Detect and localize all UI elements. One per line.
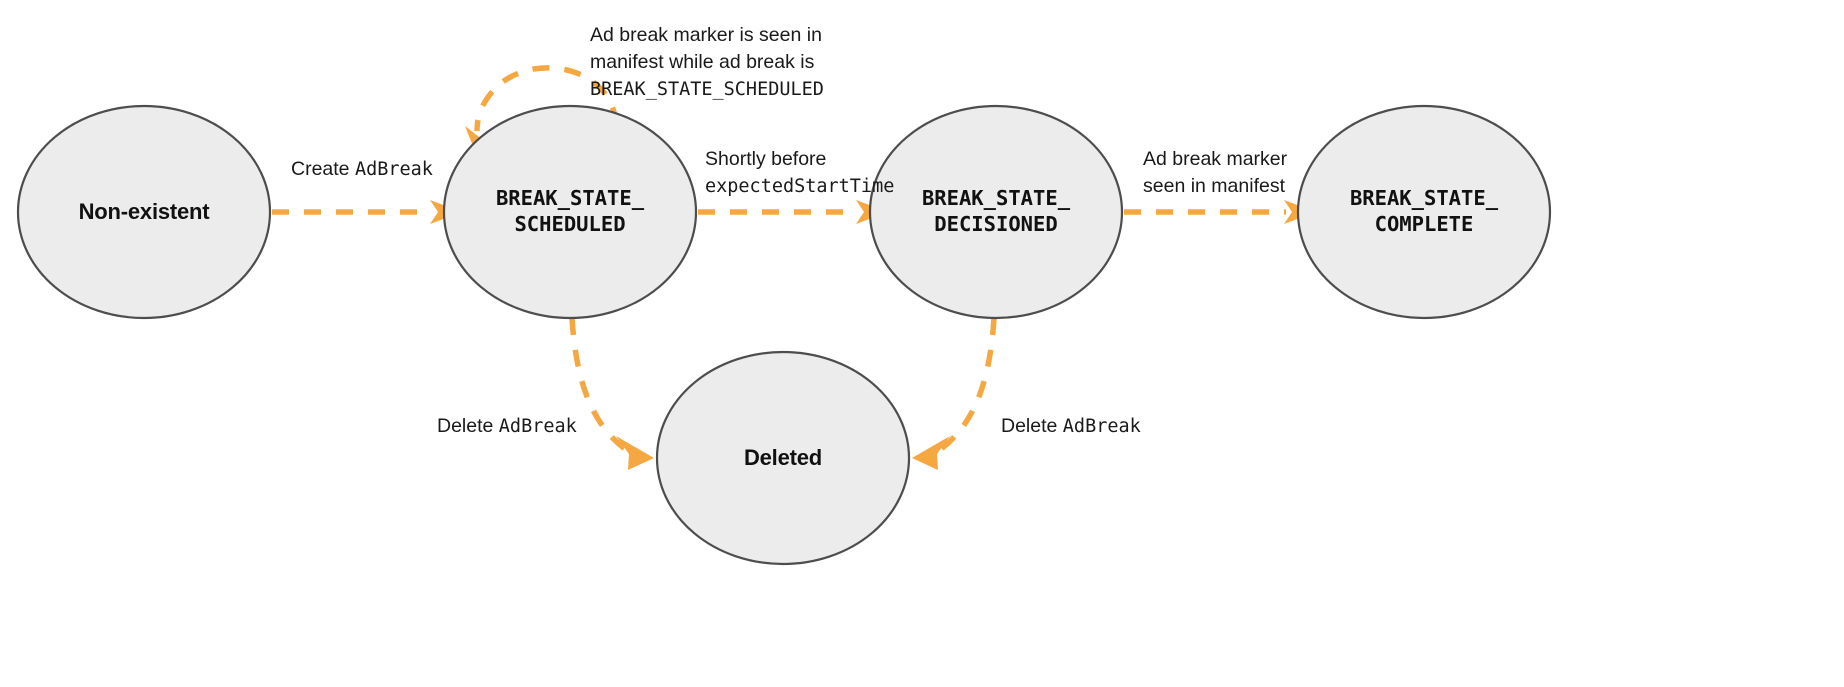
- edge-label-create-adbreak: Create AdBreak: [291, 156, 433, 183]
- arrow-head-delete-from-decisioned: [912, 436, 950, 470]
- edge-label-ad-break-marker-seen-in-manifest: Ad break marker seen in manifest: [1143, 146, 1287, 200]
- edge-label-delete-adbreak-from-decisioned: Delete AdBreak: [1001, 413, 1141, 440]
- edge-label-text: Shortly before: [705, 148, 827, 170]
- edge-label-code: expectedStartTime: [705, 175, 895, 197]
- edge-create-adbreak: [272, 200, 462, 224]
- edges-layer: [272, 65, 1316, 470]
- edge-label-text: seen in manifest: [1143, 174, 1285, 197]
- edge-delete-from-decisioned: [912, 317, 997, 470]
- edge-label-shortly-before-expected-start-time: Shortly before expectedStartTime: [705, 146, 894, 200]
- edge-label-text: Create: [291, 158, 355, 180]
- edge-path-scheduled-self-loop: [474, 65, 619, 132]
- edge-label-text: manifest while ad break is: [590, 50, 815, 73]
- node-deleted[interactable]: [655, 350, 911, 566]
- edge-path-delete-from-decisioned: [939, 317, 997, 452]
- edge-label-text: Delete: [1001, 415, 1063, 437]
- edge-marker-seen: [1124, 200, 1316, 224]
- edge-label-text: Delete: [437, 415, 499, 437]
- node-break-state-scheduled[interactable]: [442, 104, 698, 320]
- edge-shortly-before: [698, 200, 888, 224]
- edge-label-text: Ad break marker: [1143, 148, 1288, 170]
- arrow-head-delete-from-scheduled: [616, 436, 654, 470]
- node-break-state-complete[interactable]: [1296, 104, 1552, 320]
- edge-label-code: AdBreak: [498, 416, 577, 437]
- edge-label-code: BREAK_STATE_SCHEDULED: [590, 78, 824, 100]
- edge-label-code: AdBreak: [1062, 416, 1141, 437]
- edge-label-text: Ad break marker is seen in: [590, 24, 822, 46]
- node-non-existent[interactable]: [16, 104, 272, 320]
- node-break-state-decisioned[interactable]: [868, 104, 1124, 320]
- nodes-layer: [16, 104, 1552, 566]
- edge-label-ad-break-marker-scheduled-self-loop: Ad break marker is seen in manifest while…: [590, 22, 824, 103]
- edge-delete-from-scheduled: [569, 317, 654, 470]
- edge-path-delete-from-scheduled: [569, 317, 627, 452]
- edge-label-delete-adbreak-from-scheduled: Delete AdBreak: [437, 413, 577, 440]
- edge-label-code: AdBreak: [354, 159, 433, 180]
